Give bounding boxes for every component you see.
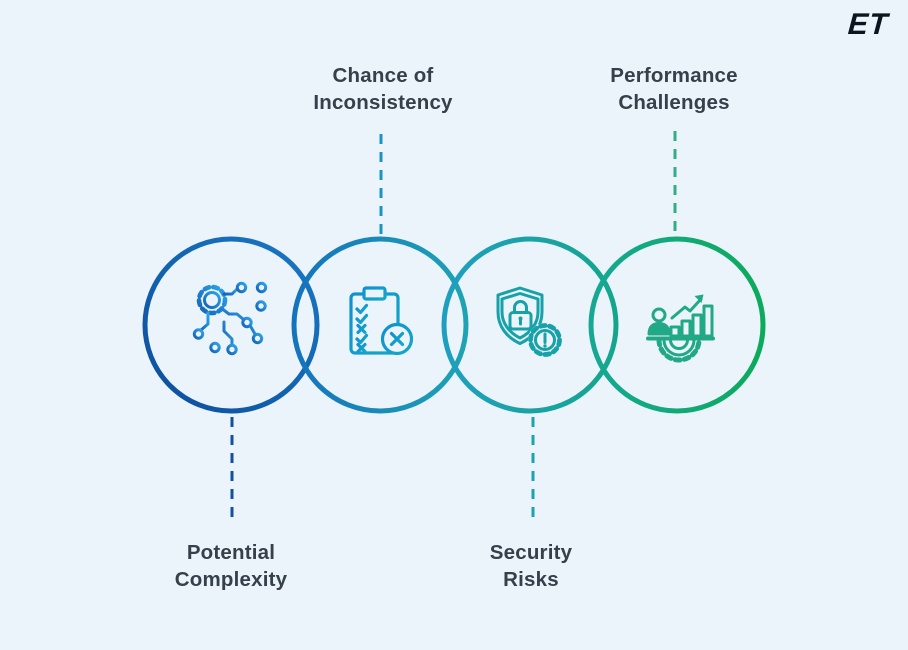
- label-potential-complexity: Potential Complexity: [101, 539, 361, 593]
- label-line: Inconsistency: [313, 91, 453, 114]
- label-line: Potential: [186, 541, 276, 564]
- label-line: Chance of: [332, 64, 434, 87]
- checklist-error-icon: [349, 286, 414, 356]
- label-line: Risks: [503, 568, 559, 591]
- label-line: Performance: [610, 64, 738, 87]
- label-line: Complexity: [174, 568, 288, 591]
- label-security-risks: Security Risks: [401, 539, 661, 593]
- circuit-gear-icon: [192, 281, 268, 356]
- venn-circle-potential-complexity: [142, 236, 320, 414]
- label-line: Challenges: [618, 91, 730, 114]
- label-line: Security: [489, 541, 573, 564]
- label-performance-challenges: Performance Challenges: [544, 62, 804, 116]
- person-growth-gear-icon: [646, 294, 715, 363]
- shield-lock-warning-icon: [496, 286, 562, 357]
- brand-logo: ET: [846, 8, 890, 41]
- venn-circle-performance-challenges: [588, 236, 766, 414]
- label-chance-of-inconsistency: Chance of Inconsistency: [253, 62, 513, 116]
- venn-circle-chance-of-inconsistency: [291, 236, 469, 414]
- venn-circle-security-risks: [441, 236, 619, 414]
